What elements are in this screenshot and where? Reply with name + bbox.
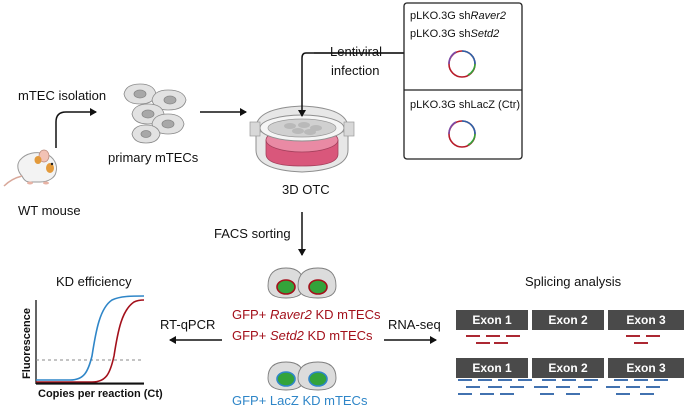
exon-row1-exon3: Exon 3 [608, 310, 684, 330]
mtec-isolation-label: mTEC isolation [18, 88, 107, 103]
culture-dish-icon [249, 105, 355, 173]
plasmid-shraver2-setd2-icon [448, 50, 476, 78]
setd2-kd-label: GFP+ Setd2 KD mTECs [232, 328, 373, 343]
lentiviral-label: Lentiviral [330, 44, 383, 59]
fluorescence-axis-label: Fluorescence [20, 308, 33, 379]
mouse-icon [3, 149, 57, 187]
primary-mtecs-icon [123, 83, 187, 144]
wt-mouse-label: WT mouse [18, 203, 81, 218]
reads-kd [466, 335, 660, 344]
isolation-arrow [55, 108, 97, 148]
exon-row2-exon3: Exon 3 [608, 358, 684, 378]
qpcr-plot [35, 295, 145, 385]
infection-arrow [298, 52, 404, 117]
qpcr-curve-ctrl [36, 295, 145, 381]
plasmid-shsetd2-label: pLKO.3G shSetd2 [410, 28, 500, 40]
plasmid-shlacz-icon [448, 120, 476, 148]
three-d-otc-label: 3D OTC [282, 182, 330, 197]
rna-seq-label: RNA-seq [388, 317, 441, 332]
rt-qpcr-label: RT-qPCR [160, 317, 216, 332]
plasmid-panel [403, 2, 523, 160]
plasmid-shraver2-label: pLKO.3G shRaver2 [410, 10, 507, 22]
primary-mtecs-label: primary mTECs [108, 150, 199, 165]
copies-axis-label: Copies per reaction (Ct) [38, 388, 163, 400]
exon-row2-exon2: Exon 2 [532, 358, 604, 378]
exon-row1-exon2: Exon 2 [532, 310, 604, 330]
gfp-lacz-cells-icon [267, 361, 337, 391]
facs-sorting-label: FACS sorting [214, 226, 291, 241]
plasmid-shlacz-label: pLKO.3G shLacZ (Ctr) [410, 99, 521, 111]
reads-ctrl [458, 379, 668, 395]
infection-label: infection [331, 63, 380, 78]
qpcr-curve-kd [36, 299, 145, 383]
exon-row1-exon1: Exon 1 [456, 310, 528, 330]
raver2-kd-label: GFP+ Raver2 KD mTECs [232, 307, 381, 322]
kd-efficiency-title: KD efficiency [56, 274, 132, 289]
gfp-kd-cells-icon [267, 267, 337, 299]
exon-row2-exon1: Exon 1 [456, 358, 528, 378]
splicing-analysis-title: Splicing analysis [525, 274, 622, 289]
lacz-kd-label: GFP+ LacZ KD mTECs [232, 393, 368, 408]
